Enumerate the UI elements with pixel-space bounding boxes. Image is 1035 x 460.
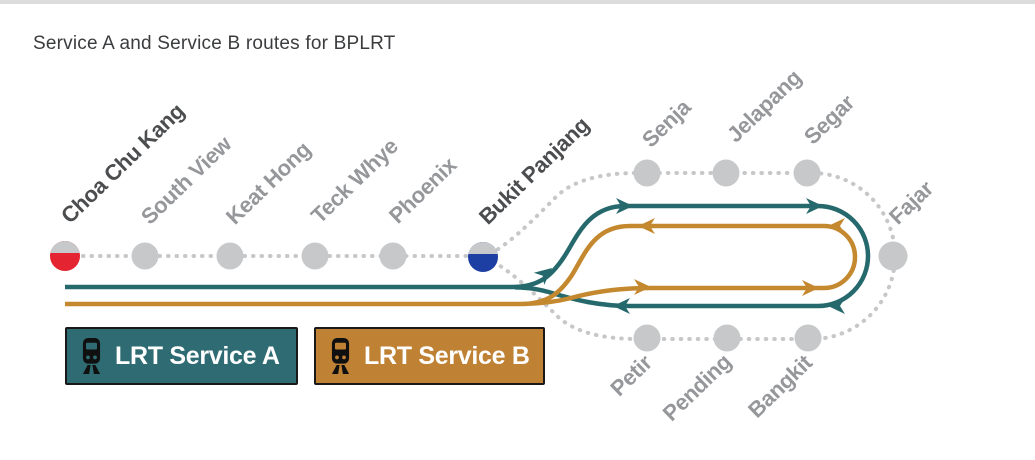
station-dots [131, 159, 908, 352]
page-title: Service A and Service B routes for BPLRT [33, 33, 396, 54]
station-dot-teck-whye [301, 242, 329, 270]
station-dot-bangkit [794, 324, 822, 352]
station-dot-segar [793, 159, 821, 187]
train-icon [331, 337, 350, 375]
interchange-dot-choa-chu-kang [50, 240, 80, 271]
station-dot-jelapang [712, 159, 740, 187]
service-b-arrowheads [634, 218, 845, 296]
station-dot-phoenix [379, 242, 407, 270]
station-dot-fajar [878, 241, 908, 271]
arrow-b-top-right-left [828, 218, 845, 234]
legend-service-b: LRT Service B [314, 327, 545, 385]
station-dot-south-view [131, 242, 159, 270]
train-icon [82, 337, 101, 375]
route-service-a [65, 203, 871, 309]
dotted-loop-track [477, 171, 897, 341]
top-edge-strip [0, 0, 1035, 4]
legend-service-b-label: LRT Service B [364, 341, 530, 370]
legend-service-a: LRT Service A [65, 327, 298, 385]
station-dot-pending [713, 324, 741, 352]
legend-service-a-label: LRT Service A [115, 341, 280, 370]
station-dot-petir [633, 324, 661, 352]
station-dot-keat-hong [216, 242, 244, 270]
station-dot-senja [633, 159, 661, 187]
route-service-b [65, 223, 858, 307]
interchange-dot-bukit-panjang [468, 241, 498, 272]
